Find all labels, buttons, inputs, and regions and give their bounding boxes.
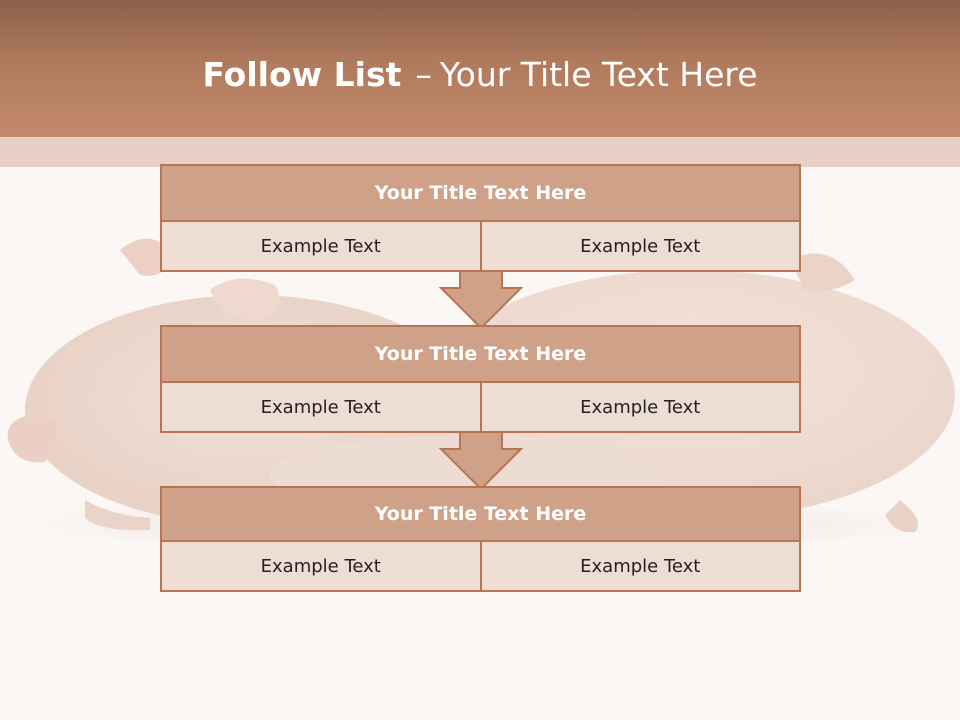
list-block-2: Your Title Text Here Example Text Exampl… — [160, 325, 801, 433]
header-subband — [0, 137, 960, 167]
list-block-1: Your Title Text Here Example Text Exampl… — [160, 164, 801, 272]
block-row: Example Text Example Text — [160, 542, 801, 592]
block-cell-left: Example Text — [160, 542, 482, 592]
block-title: Your Title Text Here — [160, 486, 801, 542]
list-block-3: Your Title Text Here Example Text Exampl… — [160, 486, 801, 592]
block-title: Your Title Text Here — [160, 164, 801, 222]
title-separator: – — [415, 55, 432, 94]
title-rest: Your Title Text Here — [439, 55, 758, 94]
down-arrow-icon — [439, 431, 523, 491]
block-cell-left: Example Text — [160, 222, 482, 272]
down-arrow-icon — [439, 270, 523, 330]
block-row: Example Text Example Text — [160, 383, 801, 433]
slide-title: Follow List–Your Title Text Here — [0, 52, 960, 98]
block-cell-right: Example Text — [481, 222, 801, 272]
block-cell-left: Example Text — [160, 383, 482, 433]
title-bold-part: Follow List — [202, 55, 402, 94]
block-row: Example Text Example Text — [160, 222, 801, 272]
header-band — [0, 0, 960, 137]
block-cell-right: Example Text — [481, 383, 801, 433]
block-cell-right: Example Text — [481, 542, 801, 592]
block-title: Your Title Text Here — [160, 325, 801, 383]
